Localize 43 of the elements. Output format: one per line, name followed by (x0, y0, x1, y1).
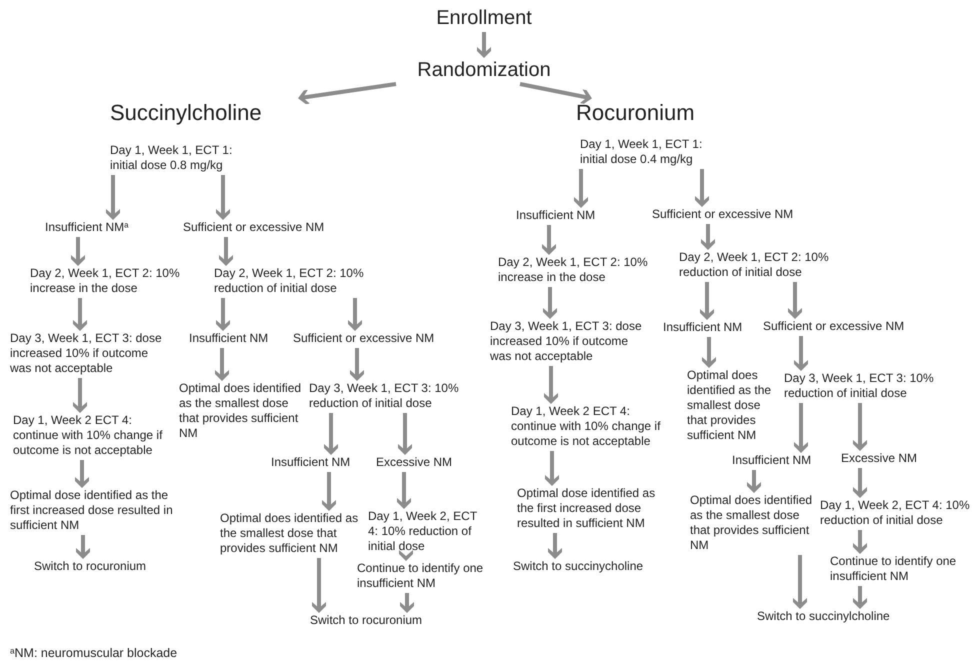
step-text: Day 2, Week 1, ECT 2: 10% increase in the dose (30, 266, 181, 296)
step-text: Insufficient NM$^{a}$ (45, 220, 130, 235)
step-text: Sufficient or excessive NM (293, 331, 436, 346)
step-text: Day 1, Week 1, ECT 1: initial dose 0.8 mg/kg (110, 143, 234, 173)
step-text: Day 1, Week 1, ECT 1: initial dose 0.4 mg/kg (580, 137, 704, 167)
step-text: Day 1, Week 2 ECT 4: continue with 10% change if outcome is not acceptable (13, 413, 164, 458)
footnote: $^{a}$NM: neuromuscular blockade (10, 646, 178, 661)
step-text: Day 1, Week 2, ECT 4: 10% reduction of initial dose (368, 509, 478, 554)
heading: Randomization (384, 58, 584, 82)
step-text: Insufficient NM (189, 331, 270, 346)
step-text: Insufficient NM (732, 453, 813, 468)
step-text: Insufficient NM (516, 208, 597, 223)
step-text: Switch to rocuronium (310, 613, 424, 628)
step-text: Optimal does identified as the smallest dose that provides sufficient NM (220, 511, 360, 556)
step-text: Day 3, Week 1, ECT 3: 10% reduction of initial dose (309, 381, 460, 411)
step-text: Optimal dose identified as the first increased dose resulted in sufficient NM (10, 488, 174, 533)
step-text: Day 3, Week 1, ECT 3: 10% reduction of initial dose (784, 371, 935, 401)
step-text: Excessive NM (841, 451, 919, 466)
step-text: Excessive NM (376, 455, 454, 470)
step-text: Sufficient or excessive NM (652, 207, 795, 222)
step-text: Optimal does identified as the smallest dose that provides sufficient NM (687, 368, 773, 443)
step-text: Sufficient or excessive NM (763, 319, 906, 334)
step-text: Continue to identify one insufficient NM (357, 561, 485, 591)
step-text: Continue to identify one insufficient NM (830, 554, 958, 584)
step-text: Day 2, Week 1, ECT 2: 10% increase in the dose (498, 255, 649, 285)
step-text: Day 3, Week 1, ECT 3: dose increased 10% if outcome was not acceptable (10, 331, 163, 376)
step-text: Optimal does identified as the smallest dose that provides sufficient NM (179, 381, 303, 441)
step-text: Optimal dose identified as the first increased dose resulted in sufficient NM (517, 486, 657, 531)
step-text: Day 1, Week 2, ECT 4: 10% reduction of initial dose (820, 498, 971, 528)
group-heading: Succinylcholine (110, 100, 330, 126)
step-text: Switch to succinylcholine (757, 609, 891, 624)
step-text: Optimal does identified as the smallest dose that provides sufficient NM (690, 493, 814, 553)
step-text: Day 3, Week 1, ECT 3: dose increased 10% if outcome was not acceptable (490, 319, 643, 364)
step-text: Day 1, Week 2 ECT 4: continue with 10% change if outcome is not acceptable (511, 404, 662, 449)
step-text: Switch to succinycholine (513, 559, 645, 574)
step-text: Insufficient NM (663, 320, 744, 335)
step-text: Switch to rocuronium (34, 559, 148, 574)
step-text: Day 2, Week 1, ECT 2: 10% reduction of initial dose (679, 250, 830, 280)
heading: Enrollment (384, 6, 584, 30)
step-text: Insufficient NM (271, 455, 352, 470)
group-heading: Rocuronium (576, 100, 776, 126)
step-text: Sufficient or excessive NM (183, 220, 326, 235)
step-text: Day 2, Week 1, ECT 2: 10% reduction of initial dose (214, 266, 365, 296)
